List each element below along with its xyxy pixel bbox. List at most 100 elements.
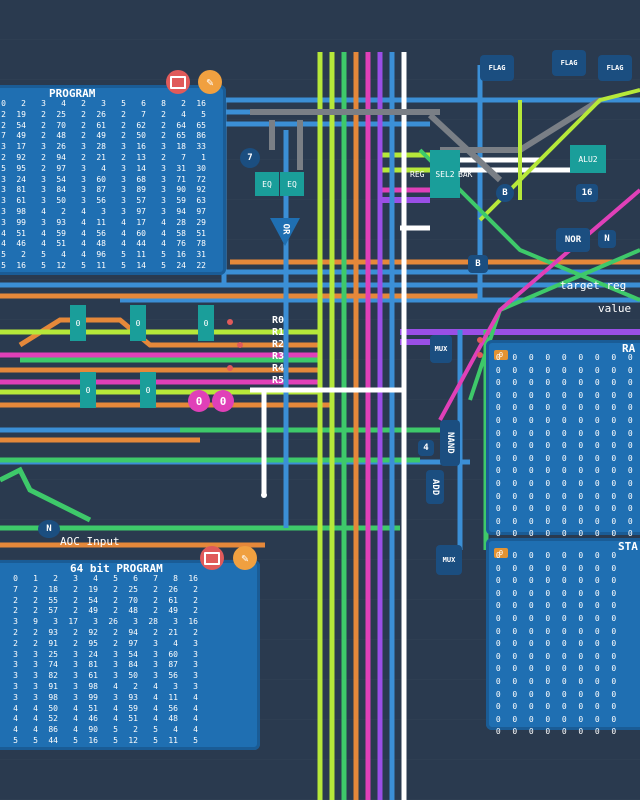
memory-cell[interactable]: 0 (512, 651, 518, 661)
grid-cell[interactable]: 91 (48, 638, 58, 648)
grid-cell[interactable]: 2 (113, 595, 118, 605)
memory-cell[interactable]: 0 (528, 478, 534, 488)
grid-cell[interactable]: 98 (48, 692, 58, 702)
memory-cell[interactable]: 0 (611, 466, 617, 476)
memory-cell[interactable]: 0 (611, 576, 617, 586)
grid-cell[interactable]: 29 (196, 217, 206, 227)
nor-gate[interactable]: NOR (556, 228, 590, 252)
grid-cell[interactable]: 6 (133, 574, 138, 583)
memory-cell[interactable]: 0 (512, 441, 518, 451)
memory-cell[interactable]: 0 (495, 453, 501, 463)
memory-cell[interactable]: 0 (578, 714, 584, 724)
grid-cell[interactable]: 3 (73, 671, 78, 681)
memory-cell[interactable]: 0 (611, 689, 617, 699)
grid-cell[interactable]: 2 (73, 584, 78, 594)
flag-node-3[interactable]: FLAG (598, 55, 632, 81)
memory-cell[interactable]: 0 (545, 491, 551, 501)
memory-cell[interactable]: 0 (528, 378, 534, 388)
grid-cell[interactable]: 2 (33, 638, 38, 648)
grid-cell[interactable]: 57 (136, 196, 146, 206)
grid-cell[interactable]: 4 (153, 681, 158, 691)
grid-cell[interactable]: 48 (168, 714, 178, 724)
grid-cell[interactable]: 3 (1, 196, 6, 206)
grid-cell[interactable]: 17 (136, 217, 146, 227)
memory-cell[interactable]: 0 (561, 551, 567, 560)
memory-cell[interactable]: 0 (611, 676, 617, 686)
grid-cell[interactable]: 14 (136, 163, 146, 173)
grid-cell[interactable]: 81 (16, 185, 26, 195)
grid-cell[interactable]: 48 (96, 239, 106, 249)
memory-cell[interactable]: 0 (611, 428, 617, 438)
memory-cell[interactable]: 0 (528, 563, 534, 573)
grid-cell[interactable]: 2 (193, 595, 198, 605)
memory-cell[interactable]: 0 (512, 415, 518, 425)
memory-cell[interactable]: 0 (578, 639, 584, 649)
memory-cell[interactable]: 0 (594, 601, 600, 611)
memory-cell[interactable]: 0 (495, 664, 501, 674)
grid-cell[interactable]: 4 (41, 228, 46, 238)
grid-cell[interactable]: 2 (153, 595, 158, 605)
memory-cell[interactable]: 0 (561, 639, 567, 649)
grid-cell[interactable]: 33 (196, 142, 206, 152)
memory-cell[interactable]: 0 (578, 551, 584, 560)
grid-cell[interactable]: 11 (96, 217, 106, 227)
memory-cell[interactable]: 0 (495, 378, 501, 388)
grid-cell[interactable]: 4 (161, 228, 166, 238)
memory-cell[interactable]: 0 (561, 727, 567, 737)
grid-cell[interactable]: 16 (196, 99, 206, 108)
memory-cell[interactable]: 0 (594, 588, 600, 598)
memory-cell[interactable]: 0 (594, 529, 600, 539)
grid-cell[interactable]: 18 (48, 584, 58, 594)
grid-cell[interactable]: 56 (168, 671, 178, 681)
grid-cell[interactable]: 87 (168, 660, 178, 670)
memory-cell[interactable]: 0 (561, 491, 567, 501)
memory-cell[interactable]: 0 (528, 529, 534, 539)
grid-cell[interactable]: 3 (1, 174, 6, 184)
grid-cell[interactable]: 95 (88, 638, 98, 648)
grid-cell[interactable]: 2 (113, 606, 118, 616)
grid-cell[interactable]: 3 (13, 671, 18, 681)
b-node-top[interactable]: B (496, 184, 514, 202)
memory-cell[interactable]: 0 (627, 466, 633, 476)
grid-cell[interactable]: 55 (48, 595, 58, 605)
grid-cell[interactable]: 7 (1, 131, 6, 141)
memory-cell[interactable]: 0 (578, 365, 584, 375)
memory-cell[interactable]: 0 (627, 441, 633, 451)
grid-cell[interactable]: 4 (121, 228, 126, 238)
memory-cell[interactable]: 0 (512, 576, 518, 586)
n-input-node[interactable]: N (38, 520, 60, 538)
grid-cell[interactable]: 4 (1, 228, 6, 238)
memory-cell[interactable]: 0 (578, 516, 584, 526)
memory-cell[interactable]: 0 (528, 516, 534, 526)
grid-cell[interactable]: 4 (73, 703, 78, 713)
memory-cell[interactable]: 0 (611, 651, 617, 661)
memory-cell[interactable]: 0 (545, 689, 551, 699)
memory-cell[interactable]: 0 (512, 588, 518, 598)
grid-cell[interactable]: 76 (176, 239, 186, 249)
grid-cell[interactable]: 2 (81, 109, 86, 119)
const-16-node[interactable]: 16 (576, 184, 598, 202)
grid-cell[interactable]: 4 (33, 714, 38, 724)
grid-cell[interactable]: 5 (81, 260, 86, 270)
grid-cell[interactable]: 16 (176, 250, 186, 260)
memory-cell[interactable]: 0 (561, 613, 567, 623)
grid-cell[interactable]: 50 (136, 131, 146, 141)
grid-cell[interactable]: 2 (153, 627, 158, 637)
grid-cell[interactable]: 25 (128, 584, 138, 594)
grid-cell[interactable]: 5 (41, 250, 46, 260)
grid-cell[interactable]: 9 (33, 617, 38, 627)
grid-cell[interactable]: 60 (136, 228, 146, 238)
grid-cell[interactable]: 5 (201, 109, 206, 119)
grid-cell[interactable]: 2 (121, 131, 126, 141)
memory-cell[interactable]: 0 (528, 365, 534, 375)
memory-cell[interactable]: 0 (545, 639, 551, 649)
memory-cell[interactable]: 0 (611, 478, 617, 488)
grid-cell[interactable]: 2 (13, 627, 18, 637)
grid-cell[interactable]: 4 (13, 725, 18, 735)
memory-cell[interactable]: 0 (578, 403, 584, 413)
memory-cell[interactable]: 0 (512, 563, 518, 573)
grid-cell[interactable]: 2 (121, 120, 126, 130)
grid-cell[interactable]: 3 (33, 681, 38, 691)
n-node-top[interactable]: N (598, 230, 616, 248)
grid-cell[interactable]: 4 (33, 703, 38, 713)
